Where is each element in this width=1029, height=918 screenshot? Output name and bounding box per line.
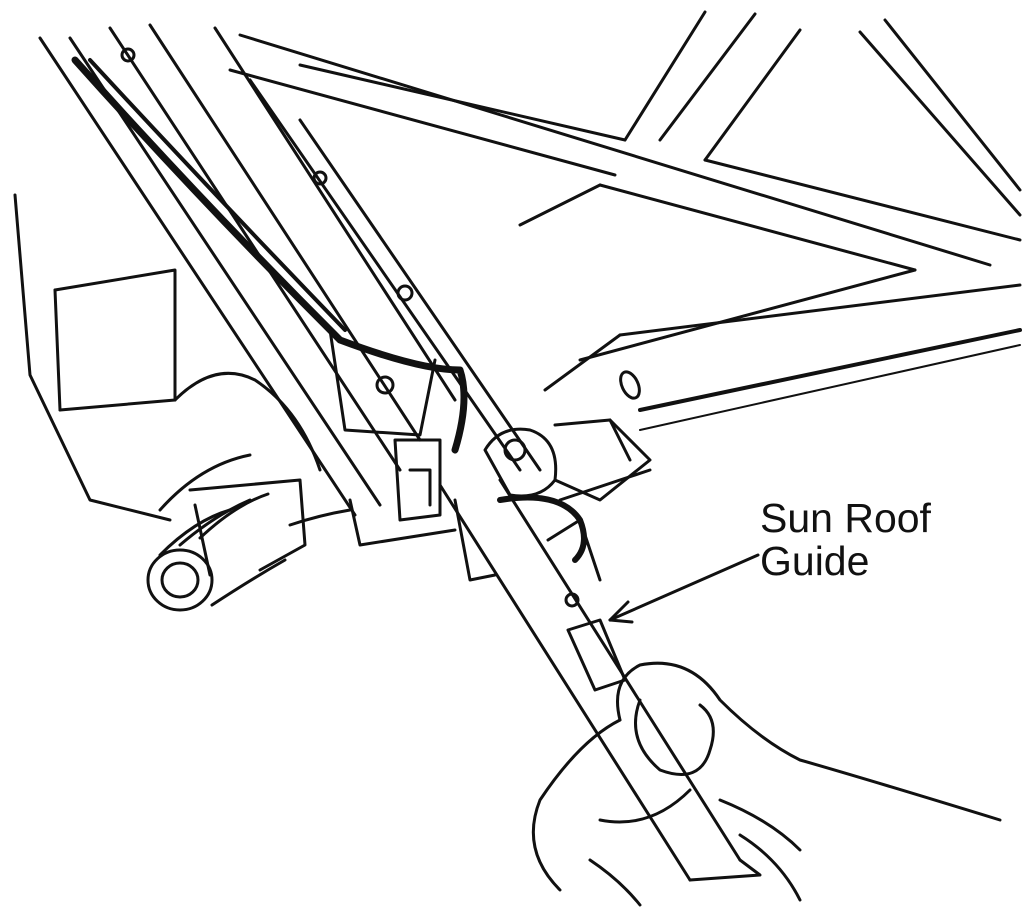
drive-cable xyxy=(71,56,587,563)
callout-line-1: Sun Roof xyxy=(760,495,931,541)
sun-roof-guide xyxy=(438,478,762,882)
body-panel xyxy=(13,193,322,522)
bracket-assembly xyxy=(328,328,497,582)
roof-frame xyxy=(228,10,1022,431)
callout-label: Sun Roof Guide xyxy=(760,497,931,583)
hand xyxy=(531,661,1002,907)
callout-line-2: Guide xyxy=(760,538,870,584)
guide-slider xyxy=(483,418,652,502)
guide-rails xyxy=(38,23,641,517)
drain-hose xyxy=(146,478,307,612)
callout-arrow xyxy=(608,553,760,624)
